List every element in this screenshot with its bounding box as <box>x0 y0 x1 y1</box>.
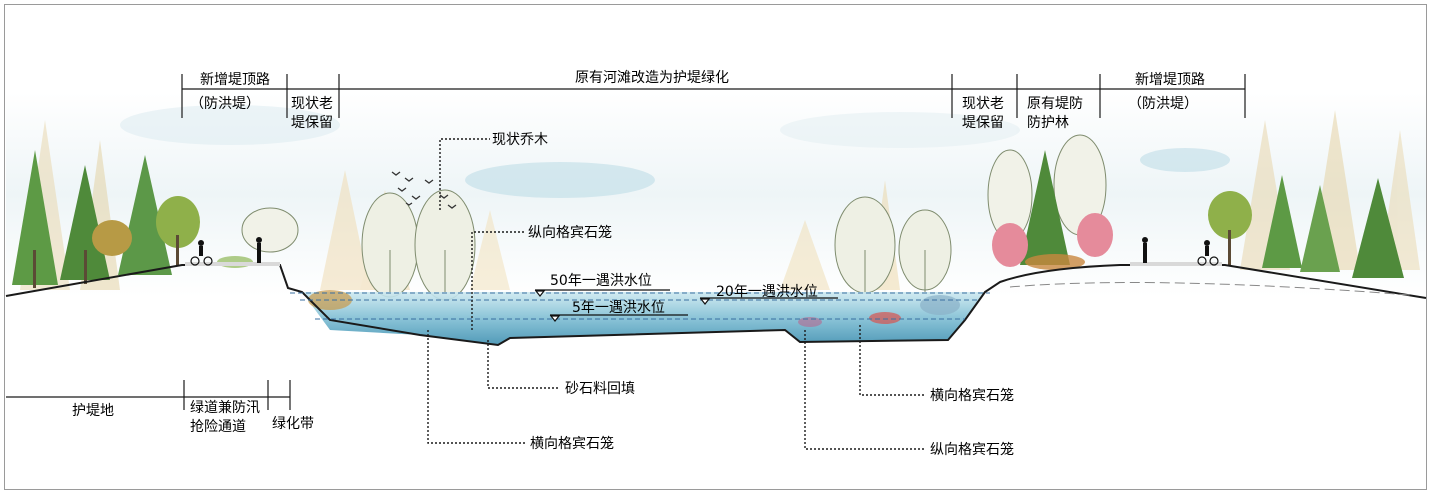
callout-horizontal-gabion-left: 横向格宾石笼 <box>530 435 614 452</box>
top-label-new-road-left: 新增堤顶路 <box>200 72 270 88</box>
top-label-new-road-right: 新增堤顶路 <box>1135 72 1205 88</box>
flood-level-lines <box>290 292 990 320</box>
right-dashed-road-edge <box>1009 282 1411 296</box>
bottom-label-greenway-1: 绿道兼防汛 <box>190 400 260 416</box>
ground-profile-line <box>5 264 1427 347</box>
birds <box>391 171 457 209</box>
callout-leaders <box>427 138 925 450</box>
top-label-old-dike-right-2: 堤保留 <box>962 115 1004 131</box>
bottom-label-greenway-2: 抢险通道 <box>190 418 246 435</box>
callout-horizontal-gabion-right: 横向格宾石笼 <box>930 387 1014 404</box>
top-dimension-bar <box>181 74 1246 118</box>
clouds <box>120 105 1230 198</box>
top-label-forest-right-2: 防护林 <box>1027 115 1069 131</box>
flood-level-50yr-label: 50年一遇洪水位 <box>550 273 652 289</box>
bottom-label-dike-land: 护堤地 <box>72 403 114 419</box>
flood-level-5yr-label: 5年一遇洪水位 <box>572 300 665 316</box>
top-label-old-dike-right-1: 现状老 <box>962 96 1004 112</box>
right-tree-group <box>992 150 1404 278</box>
flood-level-20yr-label: 20年一遇洪水位 <box>716 284 818 300</box>
callout-vertical-gabion-bottom: 纵向格宾石笼 <box>930 441 1014 458</box>
top-label-new-road-right-sub: （防洪堤） <box>1128 96 1198 112</box>
top-label-new-road-left-sub: （防洪堤） <box>190 96 260 112</box>
callout-existing-trees: 现状乔木 <box>492 132 548 148</box>
bottom-dimension-bar <box>6 380 291 410</box>
top-label-center: 原有河滩改造为护堤绿化 <box>575 70 729 86</box>
water-level-markers <box>534 289 838 322</box>
people-silhouettes <box>190 237 1219 266</box>
right-dike-road <box>1130 262 1222 266</box>
left-tree-group <box>12 150 200 288</box>
bottom-label-green-belt: 绿化带 <box>272 416 314 432</box>
top-label-old-dike-left-1: 现状老 <box>291 96 333 112</box>
top-label-old-dike-left-2: 堤保留 <box>291 115 333 131</box>
callout-vertical-gabion-top: 纵向格宾石笼 <box>528 224 612 241</box>
left-dike-road <box>185 262 280 266</box>
callout-gravel-backfill: 砂石料回填 <box>565 381 635 397</box>
top-label-forest-right-1: 原有堤防 <box>1027 96 1083 112</box>
